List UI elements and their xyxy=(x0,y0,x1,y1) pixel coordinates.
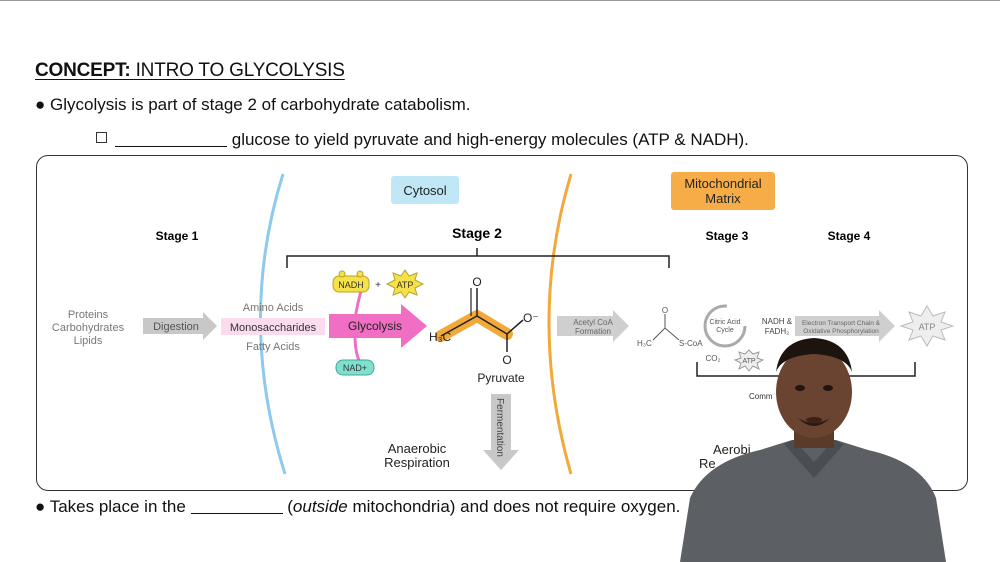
pyruvate-methyl: H₃C xyxy=(429,330,452,344)
catabolism-diagram-panel: Cytosol Mitochondrial Matrix Stage 1 Sta… xyxy=(36,155,968,491)
nadh-label: NADH xyxy=(338,280,364,290)
fatty-acids-label: Fatty Acids xyxy=(246,341,300,353)
acetyl-coa-label-1: Acetyl CoA xyxy=(573,318,613,327)
catabolism-diagram: Cytosol Mitochondrial Matrix Stage 1 Sta… xyxy=(52,172,955,475)
instructor-hair xyxy=(776,338,852,372)
concept-label: CONCEPT: xyxy=(35,60,131,81)
stage-4-label: Stage 4 xyxy=(828,229,871,243)
nadh-fadh-label-2: FADH₂ xyxy=(765,327,789,336)
nadh-ear-right xyxy=(356,270,364,278)
mitochondrial-matrix-box xyxy=(671,172,775,210)
pyruvate-skeleton xyxy=(440,288,524,352)
acetyl-coa-skeleton xyxy=(652,314,680,341)
monosaccharides-highlight xyxy=(221,318,325,335)
stage-1-label: Stage 1 xyxy=(156,229,199,243)
co2-label: CO₂ xyxy=(705,354,720,363)
instructor-beard xyxy=(798,418,830,426)
pyruvate-carboxyl-o: O xyxy=(502,353,511,367)
aerobic-label-1: Aerobi xyxy=(713,442,751,457)
cytosol-label: Cytosol xyxy=(403,183,446,198)
acetyl-coa-arrow xyxy=(557,310,629,342)
instructor-face xyxy=(776,346,852,438)
bullet2-italic: outside xyxy=(292,497,348,516)
pyruvate-o-minus: O⁻ xyxy=(523,311,539,325)
nad-plus-molecule xyxy=(335,359,375,376)
acetyl-coa-o: O xyxy=(662,306,668,315)
nadh-fadh-label-1: NADH & xyxy=(762,317,793,326)
sub-point: glucose to yield pyruvate and high-energ… xyxy=(96,130,749,150)
fermentation-arrow xyxy=(483,394,519,470)
fermentation-label: Fermentation xyxy=(494,398,505,457)
stage-2-bracket xyxy=(286,248,670,268)
instructor-shirt xyxy=(680,440,946,562)
input-lipids: Lipids xyxy=(74,335,103,347)
fill-blank xyxy=(115,132,227,147)
etc-arrow xyxy=(795,310,895,342)
instructor-eye-right xyxy=(823,385,833,391)
atp-small-burst-icon xyxy=(733,349,765,372)
fill-blank-2 xyxy=(190,499,283,514)
mitochondrial-membrane-curve xyxy=(547,173,573,475)
digestion-arrow xyxy=(143,312,217,340)
atp-burst-icon xyxy=(385,269,425,299)
bullet-point-1: ● Glycolysis is part of stage 2 of carbo… xyxy=(35,95,471,114)
page-title: CONCEPT: INTRO TO GLYCOLYSIS xyxy=(35,60,345,82)
atp-final-burst-icon xyxy=(899,305,955,347)
bullet-text: Glycolysis is part of stage 2 of carbohy… xyxy=(50,95,471,114)
instructor-collar xyxy=(784,440,844,478)
citric-acid-label-1: Citric Acid xyxy=(709,319,740,326)
glycolysis-label: Glycolysis xyxy=(348,319,402,333)
nad-plus-label: NAD+ xyxy=(343,363,367,373)
pyruvate-carbonyl-o: O xyxy=(472,275,481,289)
mitochondrial-label-1: Mitochondrial xyxy=(684,176,761,191)
sub-point-text: glucose to yield pyruvate and high-energ… xyxy=(231,130,749,149)
cytosol-label-box xyxy=(391,176,459,204)
plus-sign: + xyxy=(375,280,381,291)
anaerobic-label-1: Anaerobic xyxy=(388,441,447,456)
acetyl-coa-scoa: S-CoA xyxy=(679,339,703,348)
checkbox-square-icon xyxy=(96,132,107,143)
digestion-label: Digestion xyxy=(153,321,199,333)
comm-label: Comm xyxy=(749,392,773,401)
etc-label-2: Oxidative Phosphorylation xyxy=(803,328,879,335)
instructor-eye-left xyxy=(795,385,805,391)
atp-label: ATP xyxy=(397,280,414,290)
acetyl-coa-methyl: H₃C xyxy=(637,339,652,348)
atp-small-label: ATP xyxy=(742,358,755,365)
nad-branch-arrow xyxy=(353,333,361,361)
anaerobic-label-2: Respiration xyxy=(384,455,450,470)
nadh-ear-left xyxy=(338,270,346,278)
mitochondrial-label-2: Matrix xyxy=(705,191,741,206)
aerobic-label-2: Re xyxy=(699,456,716,471)
amino-acids-label: Amino Acids xyxy=(243,302,304,314)
citric-acid-cycle-ring xyxy=(703,304,747,348)
nadh-molecule xyxy=(332,275,370,293)
input-carbohydrates: Carbohydrates xyxy=(52,322,125,334)
monosaccharides-label: Monosaccharides xyxy=(230,322,317,334)
etc-label-1: Electron Transport Chain & xyxy=(802,320,881,327)
stage-2-label: Stage 2 xyxy=(452,225,502,241)
citric-acid-label-2: Cycle xyxy=(716,327,734,334)
input-proteins: Proteins xyxy=(68,309,109,321)
pyruvate-label: Pyruvate xyxy=(477,371,525,385)
bullet2-before: Takes place in the xyxy=(49,497,186,516)
glycolysis-arrow xyxy=(329,304,427,348)
atp-final-label: ATP xyxy=(919,322,936,332)
instructor-mouth xyxy=(806,417,822,423)
concept-topic: INTRO TO GLYCOLYSIS xyxy=(130,60,345,81)
instructor-video-overlay xyxy=(680,338,946,562)
acetyl-coa-label-2: Formation xyxy=(575,327,611,336)
bullet-point-2: ● Takes place in the (outside mitochondr… xyxy=(35,497,681,516)
bullet2-after: mitochondria) and does not require oxyge… xyxy=(347,497,681,516)
stage-3-label: Stage 3 xyxy=(706,229,749,243)
top-divider xyxy=(0,0,1000,1)
